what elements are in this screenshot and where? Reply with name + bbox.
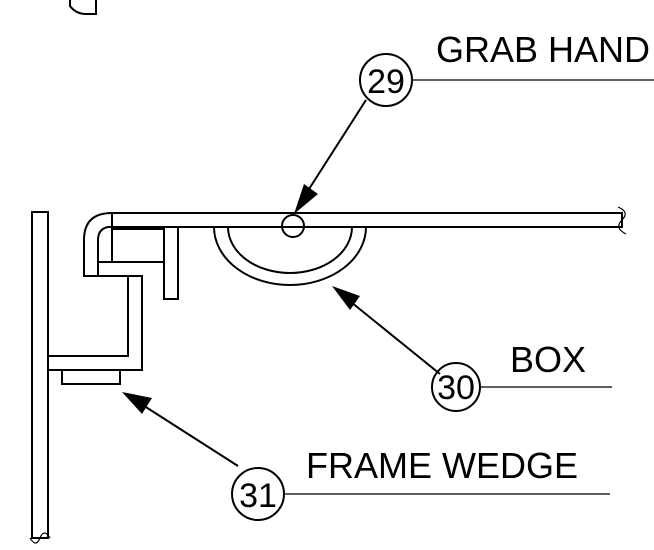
wall-section: [31, 211, 49, 539]
cropped-heading-fragment: [69, 0, 97, 15]
lid-panel: [97, 212, 623, 263]
arrowhead-29: [294, 184, 318, 214]
arrowhead-31: [122, 392, 152, 414]
callout-number-31: 31: [239, 477, 277, 515]
callout-label-29: GRAB HAND: [436, 29, 650, 70]
panel-break-symbol: [617, 206, 627, 235]
leader-31: [137, 401, 239, 467]
grab-handle-rod: [281, 214, 305, 238]
leader-29: [301, 99, 367, 201]
arrowhead-30: [332, 286, 360, 310]
callout-label-31: FRAME WEDGE: [306, 445, 578, 486]
leader-30: [345, 297, 441, 375]
gasket-seal: [111, 228, 165, 263]
callout-number-30: 30: [437, 369, 475, 407]
downstand-lip: [163, 226, 179, 300]
frame-bracket: [47, 275, 143, 371]
callout-label-30: BOX: [510, 339, 586, 380]
wall-break-symbol: [29, 532, 51, 544]
box-inner-line: [227, 226, 353, 274]
frame-wedge: [61, 369, 121, 385]
callout-number-29: 29: [367, 63, 405, 101]
lid-outer-edge: [83, 212, 622, 277]
box-half-round: [212, 226, 368, 286]
